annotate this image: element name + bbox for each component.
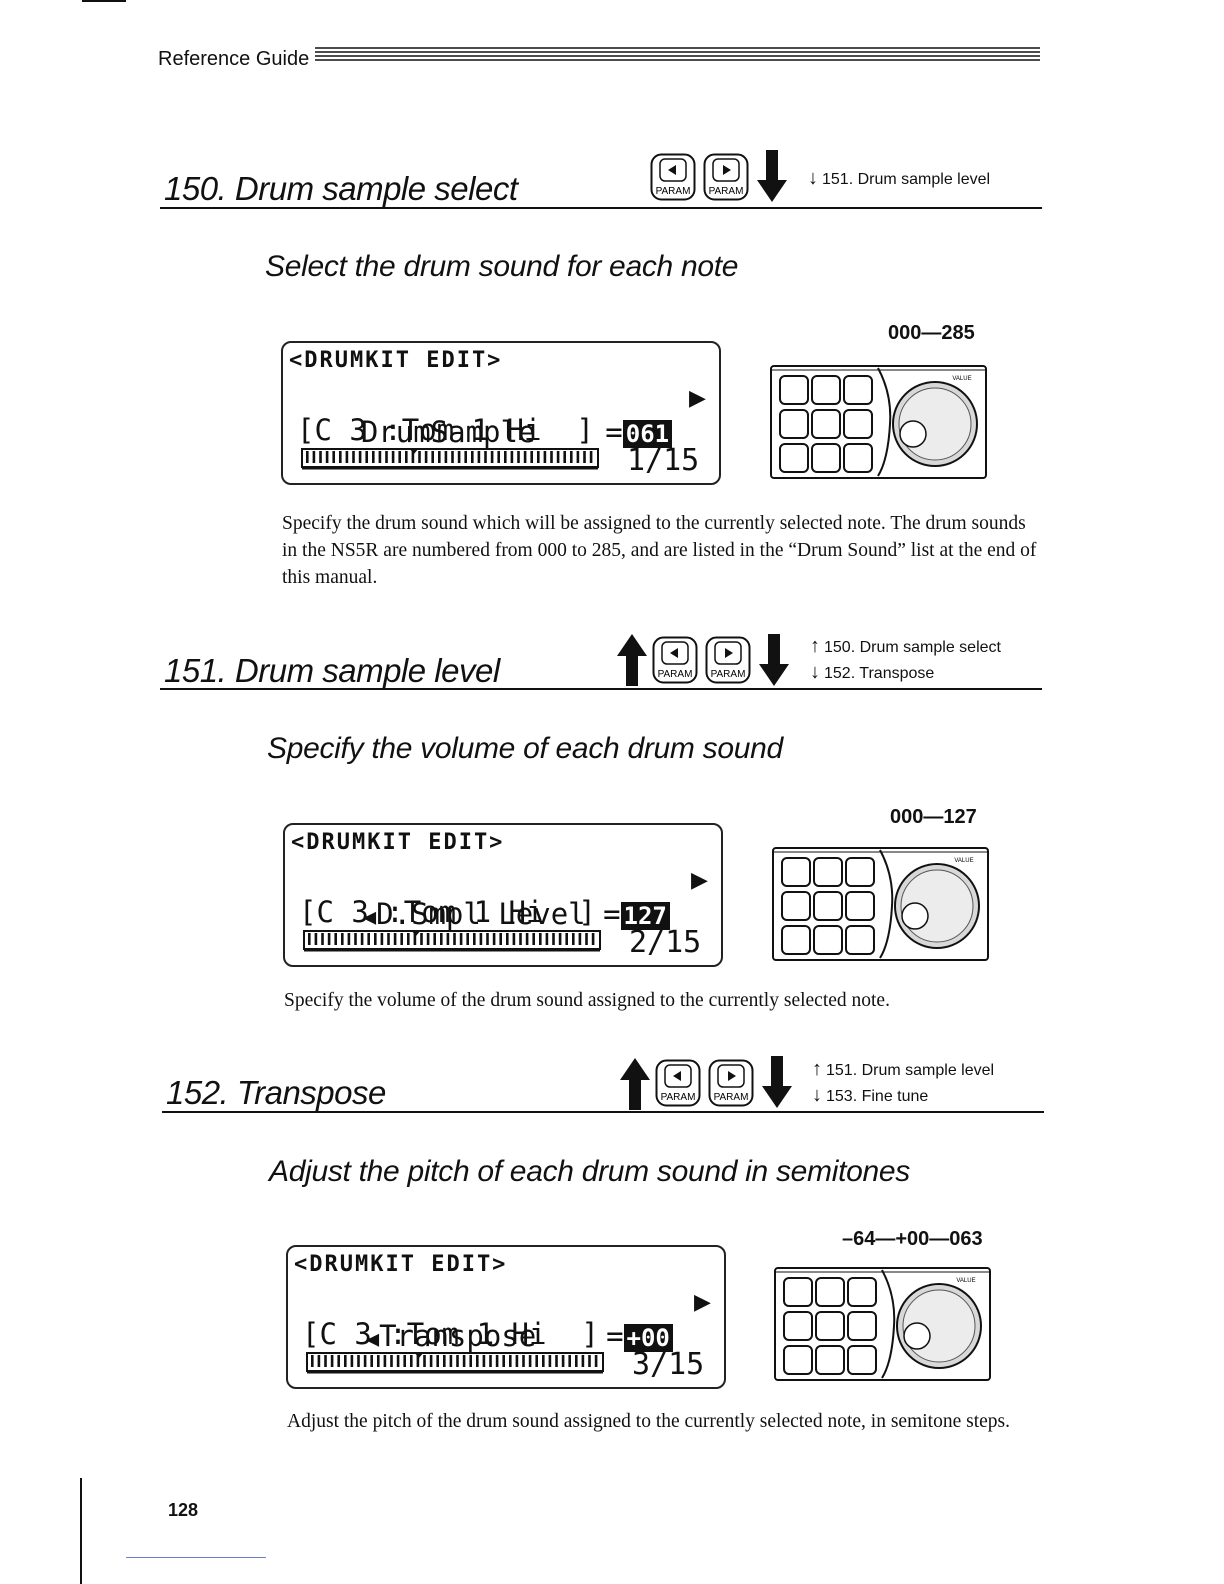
corner-mark-top [82, 0, 126, 2]
lcd-line-3: [C 3 :Tom 1 Hi ] [299, 895, 596, 929]
lcd-line-1: <DRUMKIT EDIT> [294, 1252, 508, 1277]
lcd-left-cursor-icon: ◀ [362, 905, 377, 930]
lcd-right-cursor-icon: ▶ [694, 1289, 711, 1314]
front-panel-icon: VALUE [770, 365, 987, 479]
lcd-line-3: [C 3 :Tom 1 Hi ] [297, 413, 594, 447]
lcd-display: <DRUMKIT EDIT> DrumSample =061 ▶ [C 3 :T… [281, 341, 721, 485]
lcd-line-2: DrumSample =061 [291, 381, 673, 483]
param-left-key-icon: PARAM [650, 153, 696, 201]
lcd-line-3: [C 3 :Tom 1 Hi ] [302, 1317, 599, 1351]
lcd-right-cursor-icon: ▶ [691, 867, 708, 892]
svg-text:VALUE: VALUE [956, 1278, 975, 1284]
margin-line-left [80, 1478, 82, 1584]
svg-text:PARAM: PARAM [656, 186, 691, 197]
section-subtitle: Adjust the pitch of each drum sound in s… [269, 1155, 910, 1188]
svg-text:PARAM: PARAM [711, 669, 746, 680]
svg-text:PARAM: PARAM [661, 1092, 696, 1103]
param-left-key-icon: PARAM [652, 636, 698, 684]
footer-rule [126, 1557, 266, 1558]
svg-text:VALUE: VALUE [954, 858, 973, 864]
section-title: 152. Transpose [166, 1074, 386, 1111]
up-arrow-icon: ↑ [812, 1058, 822, 1080]
svg-text:PARAM: PARAM [709, 186, 744, 197]
keyboard-strip [306, 1352, 604, 1374]
lcd-left-cursor-icon: ◀ [365, 1327, 380, 1352]
front-panel-icon: VALUE [774, 1267, 991, 1381]
section-body: Adjust the pitch of the drum sound assig… [287, 1411, 1010, 1432]
svg-text:PARAM: PARAM [714, 1092, 749, 1103]
lcd-right-cursor-icon: ▶ [689, 385, 706, 410]
param-left-key-icon: PARAM [655, 1059, 701, 1107]
param-right-key-icon: PARAM [705, 636, 751, 684]
svg-text:VALUE: VALUE [952, 376, 971, 382]
arrow-up-icon [620, 1058, 650, 1110]
nav-prev[interactable]: ↑150. Drum sample select [810, 635, 1001, 657]
lcd-param-label: Transpose = [379, 1319, 624, 1353]
nav-next[interactable]: ↓151. Drum sample level [808, 167, 991, 189]
keyboard-strip [301, 448, 599, 470]
lcd-page-indicator: 2/15 [629, 925, 702, 960]
header-rules [315, 47, 1040, 61]
down-arrow-icon: ↓ [808, 167, 818, 189]
page-number: 128 [168, 1500, 199, 1520]
lcd-display: <DRUMKIT EDIT> ◀D.Smpl Level =127 ▶ [C 3… [283, 823, 723, 967]
lcd-line-1: <DRUMKIT EDIT> [291, 830, 505, 855]
nav-next[interactable]: ↓153. Fine tune [812, 1084, 929, 1106]
section-rule [162, 1111, 1044, 1113]
lcd-param-label: D.Smpl Level = [376, 897, 621, 931]
header-label: Reference Guide [158, 48, 310, 70]
lcd-page-indicator: 3/15 [632, 1347, 705, 1382]
arrow-down-icon [759, 634, 789, 686]
up-arrow-icon: ↑ [810, 635, 820, 657]
nav-next[interactable]: ↓152. Transpose [810, 661, 935, 683]
arrow-down-icon [762, 1056, 792, 1108]
keyboard-strip [303, 930, 601, 952]
arrow-down-icon [757, 150, 787, 202]
section-title: 150. Drum sample select [164, 170, 518, 207]
lcd-param-value: 061 [622, 420, 673, 448]
down-arrow-icon: ↓ [810, 661, 820, 683]
down-arrow-icon: ↓ [812, 1084, 822, 1106]
section-subtitle: Select the drum sound for each note [265, 250, 739, 283]
lcd-page-indicator: 1/15 [627, 443, 700, 478]
lcd-line-2: ◀Transpose =+00 [296, 1285, 673, 1387]
nav-prev[interactable]: ↑151. Drum sample level [812, 1058, 995, 1080]
lcd-param-label: DrumSample = [360, 415, 623, 449]
param-right-key-icon: PARAM [708, 1059, 754, 1107]
lcd-line-1: <DRUMKIT EDIT> [289, 348, 503, 373]
section-rule [160, 688, 1042, 690]
front-panel-icon: VALUE [772, 847, 989, 961]
arrow-up-icon [617, 634, 647, 686]
lcd-param-value: +00 [623, 1324, 673, 1352]
value-range: –64—+00—063 [842, 1228, 983, 1250]
lcd-param-value: 127 [620, 902, 670, 930]
section-subtitle: Specify the volume of each drum sound [267, 732, 783, 765]
section-body: Specify the volume of the drum sound ass… [284, 990, 890, 1011]
lcd-display: <DRUMKIT EDIT> ◀Transpose =+00 ▶ [C 3 :T… [286, 1245, 726, 1389]
value-range: 000—127 [890, 806, 977, 828]
section-rule [160, 207, 1042, 209]
section-title: 151. Drum sample level [164, 652, 500, 689]
value-range: 000—285 [888, 322, 975, 344]
svg-text:PARAM: PARAM [658, 669, 693, 680]
lcd-line-2: ◀D.Smpl Level =127 [293, 863, 670, 965]
param-right-key-icon: PARAM [703, 153, 749, 201]
section-body: Specify the drum sound which will be ass… [282, 513, 1037, 588]
